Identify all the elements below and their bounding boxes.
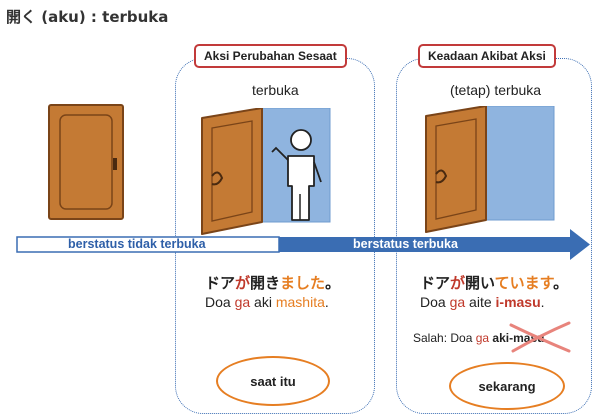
jp-left-particle: が [235, 274, 251, 292]
timeline-label-open: berstatus terbuka [353, 237, 458, 251]
jp-left-verb: 開き [250, 274, 281, 292]
roman-right-verb: aite [465, 294, 496, 310]
roman-left-verb: aki [250, 294, 276, 310]
roman-right-period: . [540, 294, 545, 310]
roman-right-door: Doa [420, 294, 450, 310]
roman-right-ending: i-masu [495, 294, 541, 310]
door-closed-icon [48, 104, 124, 220]
cross-mark-icon [509, 321, 571, 353]
badge-now: sekarang [449, 362, 565, 410]
door-open-icon [425, 106, 555, 233]
jp-right-ending: ています [494, 274, 554, 292]
wrong-form-particle: ga [475, 331, 490, 345]
timeline-label-not-open: berstatus tidak terbuka [68, 237, 206, 251]
sentence-roman-left: Doa ga aki mashita. [205, 294, 329, 310]
jp-right-verb: 開い [465, 274, 495, 292]
jp-right-door: ドア [420, 274, 451, 292]
roman-right-particle: ga [449, 294, 466, 310]
roman-left-door: Doa [205, 294, 235, 310]
sentence-jp-right: ドアが開いています。 [420, 272, 568, 293]
page-title: 開く (aku) : terbuka [6, 8, 169, 26]
sentence-roman-right: Doa ga aite i-masu. [420, 294, 545, 310]
jp-left-ending: ました [280, 274, 326, 292]
panel-label-instant-action: Aksi Perubahan Sesaat [194, 44, 347, 68]
jp-left-door: ドア [205, 274, 236, 292]
timeline-arrow [16, 229, 590, 260]
door-open-with-person-icon [201, 108, 331, 235]
roman-left-ending: mashita [275, 294, 325, 310]
panel-label-resulting-state: Keadaan Akibat Aksi [418, 44, 556, 68]
jp-right-particle: が [450, 274, 466, 292]
wrong-form-prefix: Salah: Doa [413, 331, 476, 345]
roman-left-period: . [324, 294, 329, 310]
jp-left-period: 。 [325, 274, 341, 292]
badge-at-that-time: saat itu [216, 356, 330, 406]
sentence-jp-left: ドアが開きました。 [205, 272, 340, 293]
jp-right-period: 。 [553, 274, 569, 292]
state-label-open: terbuka [252, 82, 299, 98]
state-label-still-open: (tetap) terbuka [450, 82, 542, 98]
roman-left-particle: ga [234, 294, 251, 310]
